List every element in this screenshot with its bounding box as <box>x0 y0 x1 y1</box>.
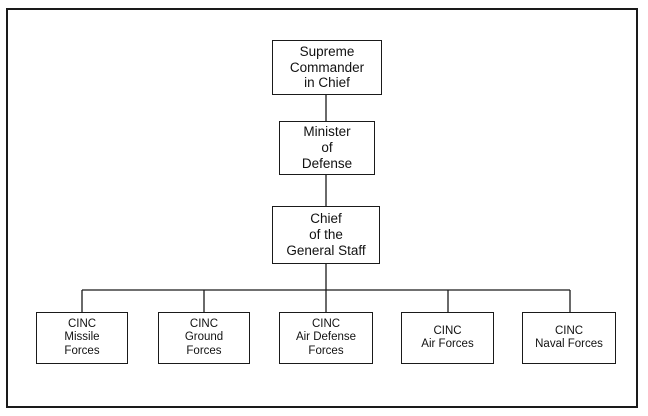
diagram-frame <box>6 8 638 408</box>
box-label: Supreme Commander in Chief <box>289 43 365 91</box>
box-label: CINC Missile Forces <box>64 318 100 357</box>
box-label: Minister of Defense <box>301 124 353 171</box>
box-cinc-air-forces: CINC Air Forces <box>401 312 494 364</box>
box-cinc-missile-forces: CINC Missile Forces <box>36 312 128 364</box>
box-label: CINC Air Forces <box>421 324 474 350</box>
box-label: Chief of the General Staff <box>286 211 366 258</box>
box-cinc-ground-forces: CINC Ground Forces <box>158 312 250 364</box>
box-supreme-commander: Supreme Commander in Chief <box>272 40 382 95</box>
box-cinc-air-defense-forces: CINC Air Defense Forces <box>279 312 373 364</box>
box-minister-of-defense: Minister of Defense <box>279 121 375 175</box>
box-cinc-naval-forces: CINC Naval Forces <box>522 312 616 364</box>
box-chief-general-staff: Chief of the General Staff <box>272 206 380 264</box>
box-label: CINC Ground Forces <box>184 318 224 357</box>
box-label: CINC Air Defense Forces <box>295 318 357 357</box>
box-label: CINC Naval Forces <box>535 324 603 350</box>
